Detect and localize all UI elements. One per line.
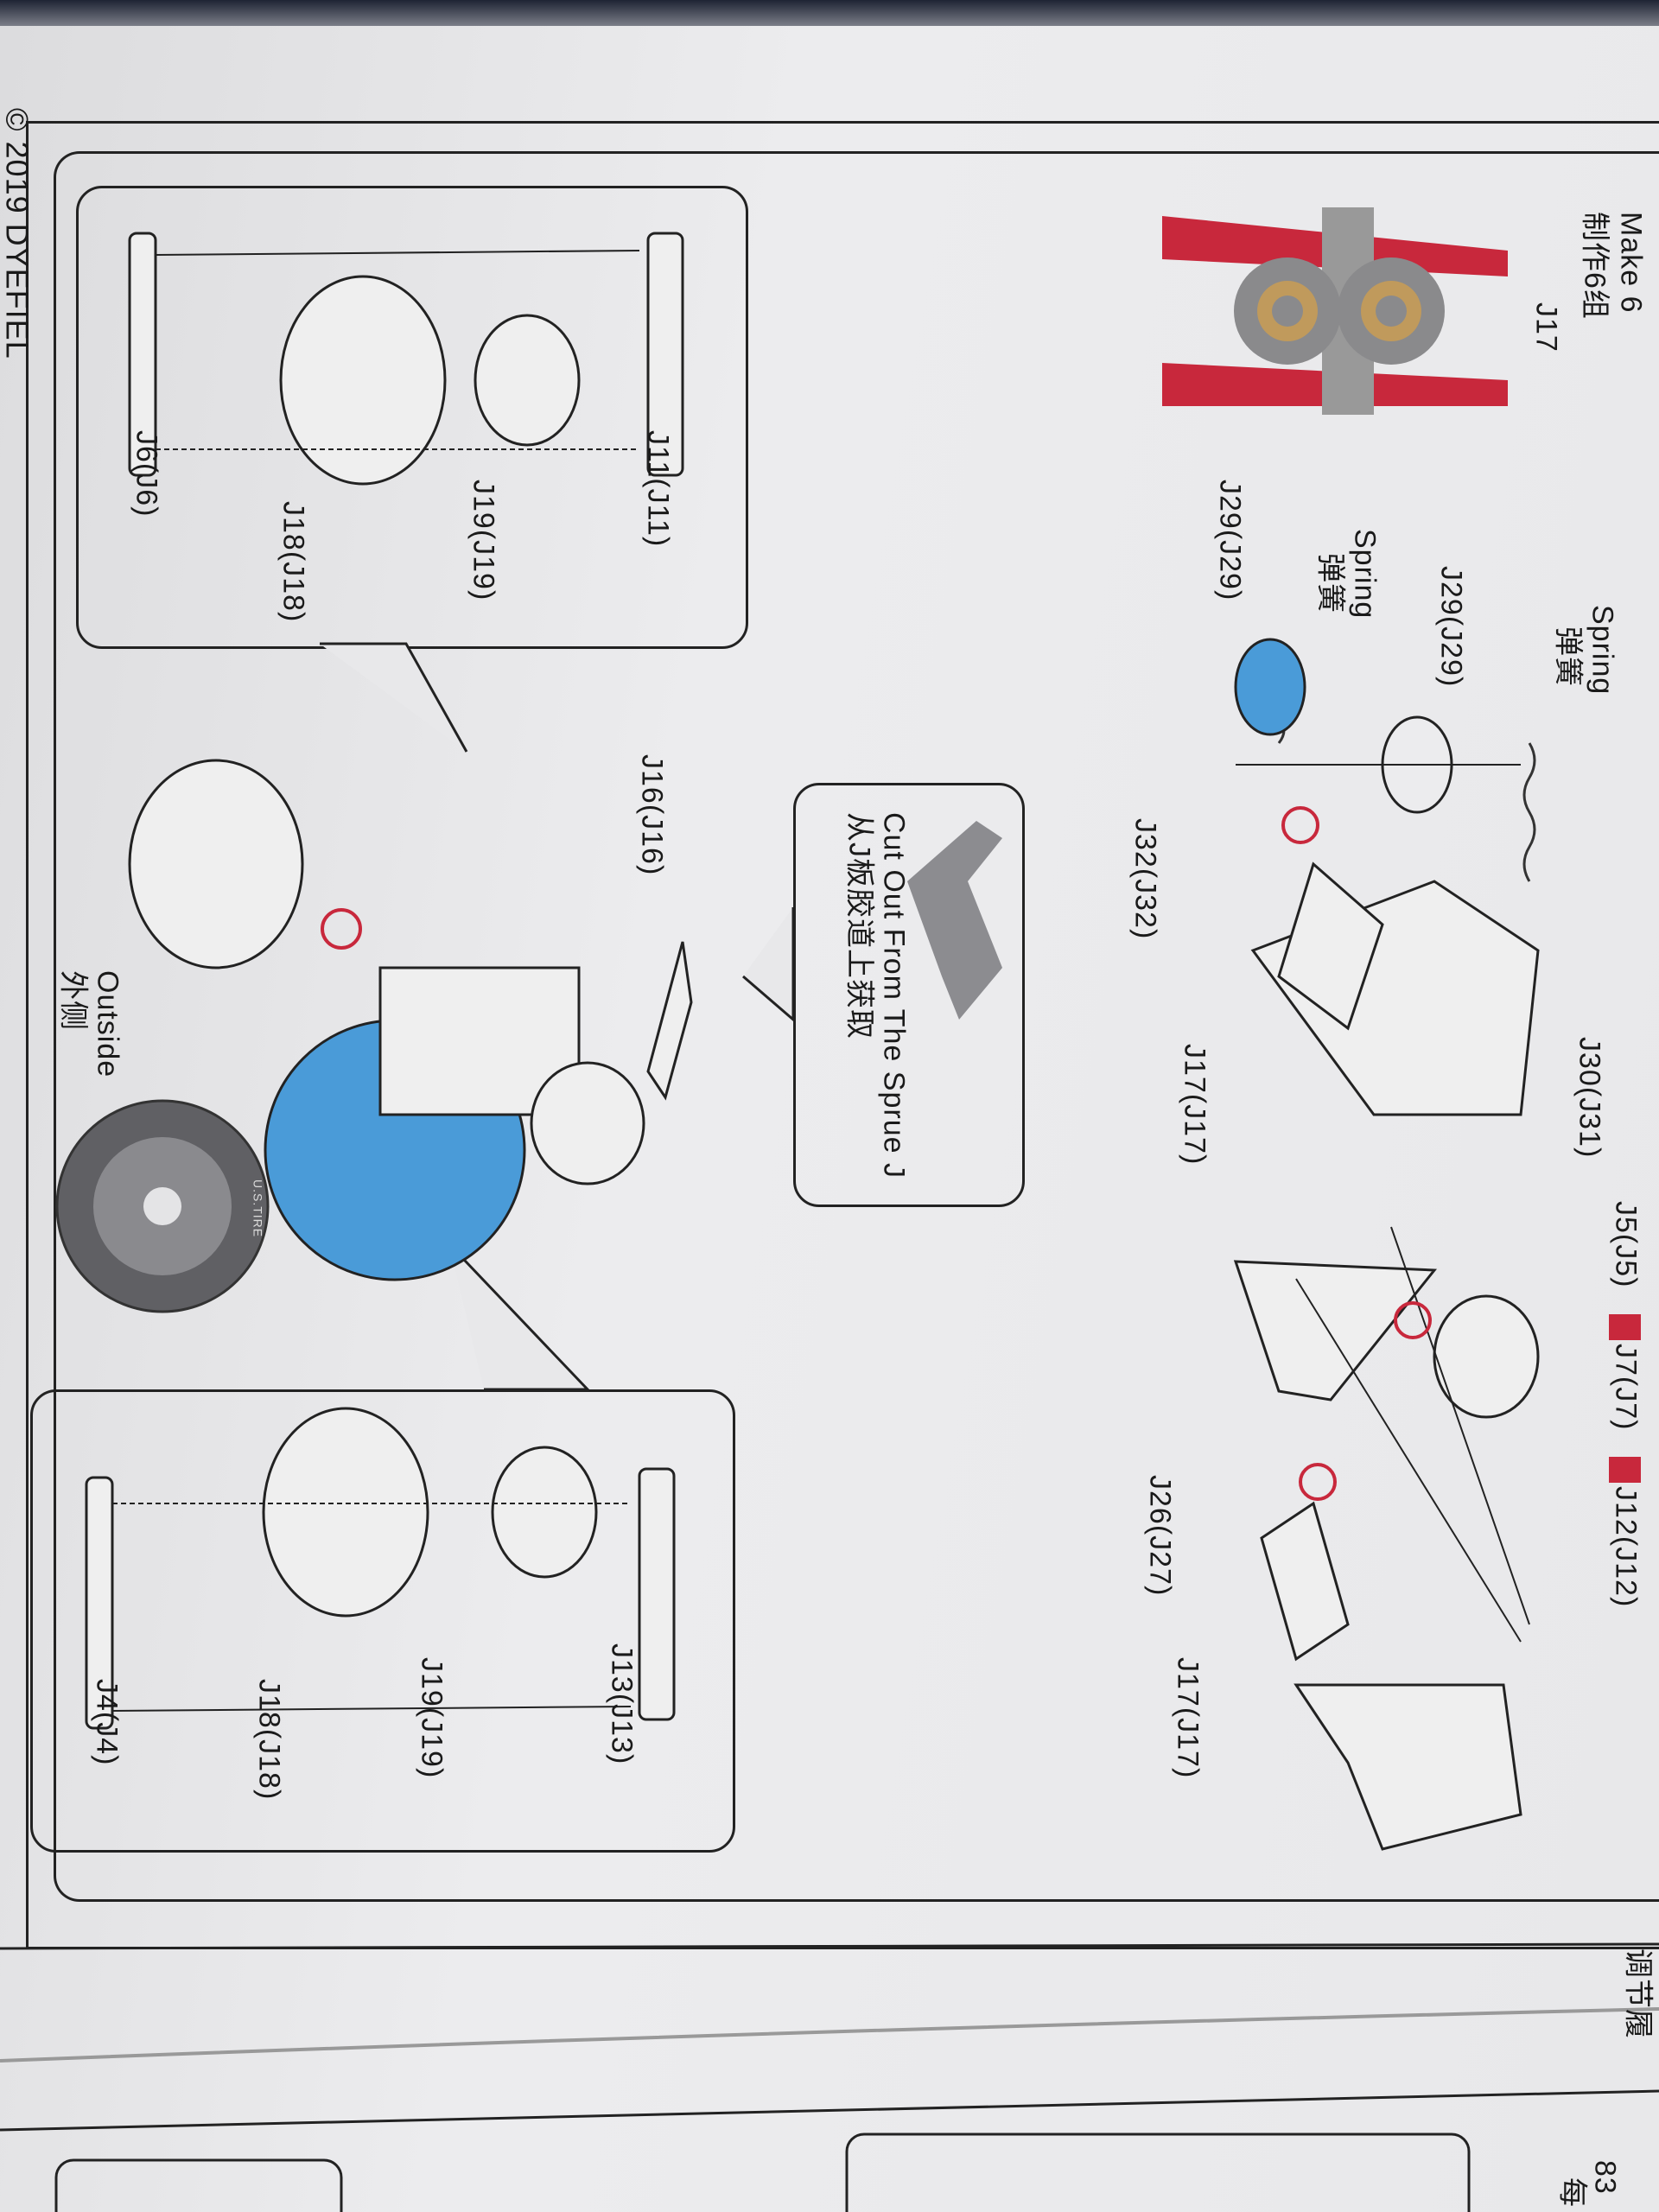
callout-bottom-label-j4: J4(J4) <box>90 1679 124 1766</box>
part-j16 <box>646 941 693 1101</box>
copyright-text: © 2019 DYEFIEL <box>0 108 35 359</box>
callout-pointer-bottom <box>448 1243 591 1391</box>
part-label-j29: J29(J29) <box>1434 566 1468 688</box>
cutout-part <box>907 821 1002 1020</box>
outside-label-en: Outside <box>91 970 124 1078</box>
part-label-j30: J30(J31) <box>1573 1037 1606 1159</box>
page-outer-frame <box>26 121 1659 1949</box>
j12-text: J12(J12) <box>1609 1456 1642 1607</box>
j7-text: J7(J7) <box>1609 1313 1642 1430</box>
paper-fold <box>0 2007 1659 2063</box>
red-track-part <box>1162 207 1508 415</box>
no-glue-icon <box>321 806 1432 1501</box>
callout-bottom-label-j18: J18(J18) <box>252 1679 286 1801</box>
spring-label-zh: 弹簧 <box>1551 626 1585 687</box>
callout-pointer-top <box>320 642 468 753</box>
part-label-j29-2: J29(J29) <box>1213 480 1247 601</box>
part-label-j32: J32(J32) <box>1128 818 1162 940</box>
j5-text: J5(J5) <box>1609 1201 1643 1288</box>
part-label-j26: J26(J27) <box>1143 1475 1177 1597</box>
callout-top-label-j11: J11(J11) <box>641 430 675 548</box>
spring-label-en: Spring <box>1586 605 1619 696</box>
part-label-j5: J5(J5) J7(J7) J12(J12) <box>1609 1201 1643 1607</box>
next-page-text: 每 <box>1555 2177 1589 2208</box>
callout-top-label-j19: J19(J19) <box>467 480 500 601</box>
part-label-j17-top: J17 <box>1529 302 1563 353</box>
callout-top-label-j6: J6(J6) <box>130 430 163 518</box>
tire-brand-text: U.S.TIRE <box>251 1179 265 1238</box>
part-label-j17-b: J17(J17) <box>1171 1657 1205 1779</box>
cutout-text-zh: 从J板胶道上获取 <box>842 812 876 1039</box>
outer-wheel <box>128 759 304 969</box>
spring-label-zh-2: 弹簧 <box>1313 553 1347 613</box>
callout-bottom-label-j19: J19(J19) <box>415 1657 448 1779</box>
callout-box-bottom <box>30 1389 735 1853</box>
callout-box-top <box>76 186 748 649</box>
next-page-title: 调节履 <box>1621 1948 1655 2039</box>
outside-label-zh: 外侧 <box>56 970 90 1031</box>
next-page-number: 83 <box>1588 2160 1622 2195</box>
spring-label-en-2: Spring <box>1348 529 1382 620</box>
callout-bottom-label-j13: J13(J13) <box>605 1643 639 1765</box>
callout-top-label-j18: J18(J18) <box>276 501 310 623</box>
make-count-en: Make 6 <box>1614 212 1648 314</box>
blue-spring-cap <box>1234 638 1306 736</box>
cutout-text-en: Cut Out From The Sprue J <box>877 812 911 1179</box>
part-label-j17-a: J17(J17) <box>1178 1044 1211 1166</box>
make-count-zh: 制作6组 <box>1578 212 1611 320</box>
gearbox-assembly <box>128 759 693 1281</box>
part-label-j16: J16(J16) <box>635 754 669 876</box>
step-panel <box>54 151 1659 1902</box>
cutout-pointer <box>742 907 795 1023</box>
